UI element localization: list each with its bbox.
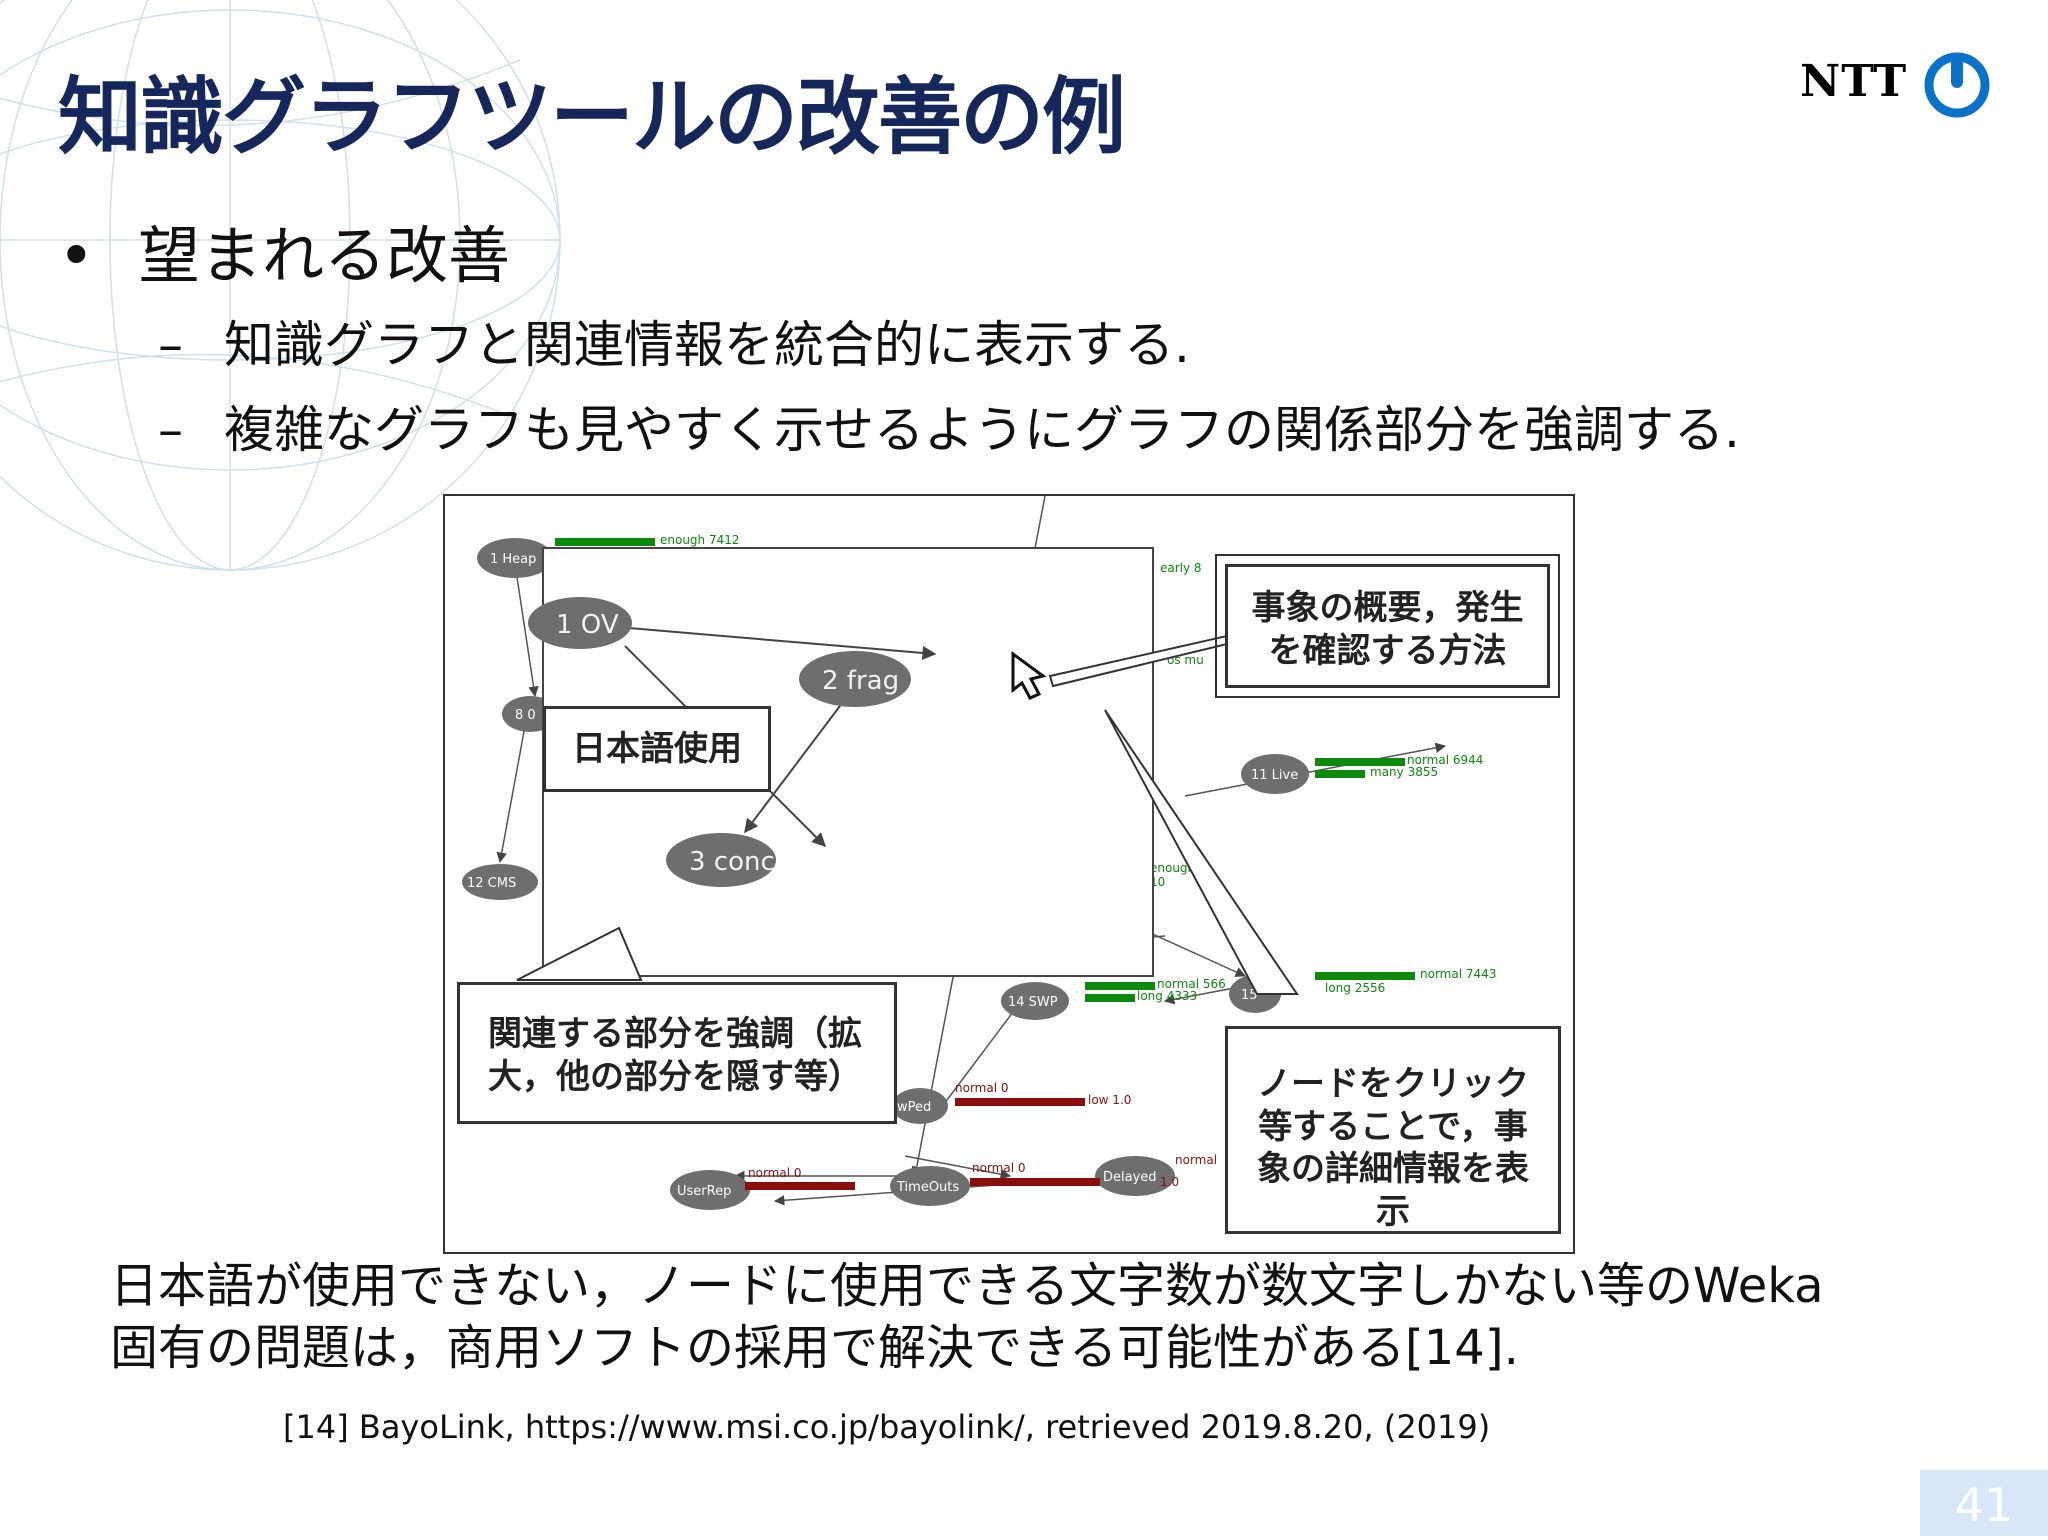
reference-note: [14] BayoLink, https://www.msi.co.jp/bay…	[283, 1408, 1491, 1446]
zoom-node	[666, 833, 776, 887]
callout-text: 日本語使用	[572, 729, 742, 769]
sub-bullet-text: 知識グラフと関連情報を統合的に表示する.	[224, 316, 1190, 374]
bar-label: low 1.0	[1088, 1093, 1131, 1107]
graph-node	[670, 1170, 750, 1210]
zoom-node-label: 2 frag	[822, 666, 899, 696]
slide-title: 知識グラフツールの改善の例	[58, 68, 1126, 166]
zoom-node	[528, 597, 632, 649]
ntt-logo-mark-icon	[1924, 52, 1990, 118]
bullet-item: • 望まれる改善	[58, 205, 510, 295]
bar-label: enough 7412	[660, 533, 740, 547]
callout-text: 関連する部分を強調（拡大，他の部分を隠す等）	[488, 1014, 862, 1097]
graph-node-label: TimeOuts	[896, 1180, 959, 1195]
sub-bullet-text: 複雑なグラフも見やすく示せるようにグラフの関係部分を強調する.	[224, 401, 1740, 459]
cursor-icon	[1011, 651, 1047, 700]
green-bar	[555, 538, 655, 546]
callout-text: 事象の概要，発生を確認する方法	[1251, 588, 1524, 671]
bar-label: normal 0	[972, 1161, 1026, 1175]
green-bar	[1315, 758, 1405, 766]
graph-node	[477, 538, 553, 578]
graph-node	[1095, 1156, 1175, 1196]
bar-label: normal 6944	[1407, 753, 1483, 767]
bullet-text: 望まれる改善	[138, 219, 511, 292]
graph-node-label: 15	[1241, 988, 1258, 1003]
body-line: 日本語が使用できない，ノードに使用できる文字数が数文字しかない等のWeka	[110, 1258, 1824, 1314]
logo-text: NTT	[1800, 56, 1908, 107]
bar-label: normal 7443	[1420, 967, 1496, 981]
zoom-node-label: 1 OV	[556, 610, 619, 640]
bar-label: long 2556	[1325, 981, 1385, 995]
sub-bullet-item: –知識グラフと関連情報を統合的に表示する.	[158, 305, 1190, 377]
graph-node-label: 11 Live	[1251, 768, 1298, 783]
bullet-dot: •	[58, 219, 95, 292]
red-bar	[970, 1178, 1100, 1186]
callout-text: ノードをクリック等することで，事象の詳細情報を表示	[1257, 1064, 1529, 1232]
bar-label: 1.0	[1160, 1175, 1179, 1189]
body-line: 固有の問題は，商用ソフトの採用で解決できる可能性がある[14].	[110, 1320, 1519, 1376]
callout-emphasis: 関連する部分を強調（拡大，他の部分を隠す等）	[457, 982, 897, 1124]
callout-tail	[1104, 709, 1299, 995]
callout-japanese: 日本語使用	[543, 706, 771, 792]
page-number: 41	[1920, 1470, 2048, 1536]
green-bar	[1085, 982, 1155, 990]
graph-node-label: 12 CMS	[467, 876, 516, 891]
sub-bullet-item: –複雑なグラフも見やすく示せるようにグラフの関係部分を強調する.	[158, 390, 1740, 462]
bar-label: enough	[1150, 861, 1195, 875]
callout-overview: 事象の概要，発生を確認する方法	[1215, 554, 1560, 698]
bar-label: normal 0	[955, 1081, 1009, 1095]
body-paragraph: 日本語が使用できない，ノードに使用できる文字数が数文字しかない等のWeka 固有…	[110, 1255, 1824, 1379]
green-bar	[1085, 994, 1135, 1002]
callout-tail	[516, 926, 643, 981]
graph-node-label: Delayed	[1103, 1170, 1157, 1185]
bar-label: early 8	[1160, 561, 1202, 575]
red-bar	[745, 1182, 855, 1190]
graph-node	[1001, 982, 1069, 1020]
graph-node-label: UserRep	[677, 1184, 731, 1199]
bar-label: long 4333	[1137, 989, 1197, 1003]
graph-node	[892, 1088, 948, 1124]
bar-label: normal 566	[1157, 977, 1226, 991]
graph-node	[462, 864, 538, 900]
knowledge-graph-figure: 1 Heap 8 0 12 CMS 11 Live 14 SWP 15 wPed…	[443, 494, 1575, 1254]
graph-node-label: 1 Heap	[490, 552, 536, 567]
bar-label: normal 0	[748, 1166, 802, 1180]
globe-background	[0, 0, 561, 571]
sub-bullet-dash: –	[158, 401, 183, 459]
ntt-logo: NTT	[1800, 50, 1995, 125]
green-bar	[1315, 972, 1415, 980]
bar-label: many 3855	[1370, 765, 1438, 779]
graph-node	[1241, 754, 1309, 794]
zoom-node	[799, 651, 911, 707]
graph-node-label: 14 SWP	[1008, 995, 1058, 1010]
bar-label: normal	[1175, 1153, 1217, 1167]
green-bar	[1315, 770, 1365, 778]
graph-node	[890, 1166, 970, 1206]
zoom-node-label: 3 conc	[689, 847, 775, 877]
red-bar	[955, 1098, 1085, 1106]
graph-node-label: wPed	[897, 1100, 931, 1115]
sub-bullet-dash: –	[158, 316, 183, 374]
graph-node-label: 8 0	[515, 708, 536, 723]
callout-click: ノードをクリック等することで，事象の詳細情報を表示	[1225, 1026, 1561, 1234]
